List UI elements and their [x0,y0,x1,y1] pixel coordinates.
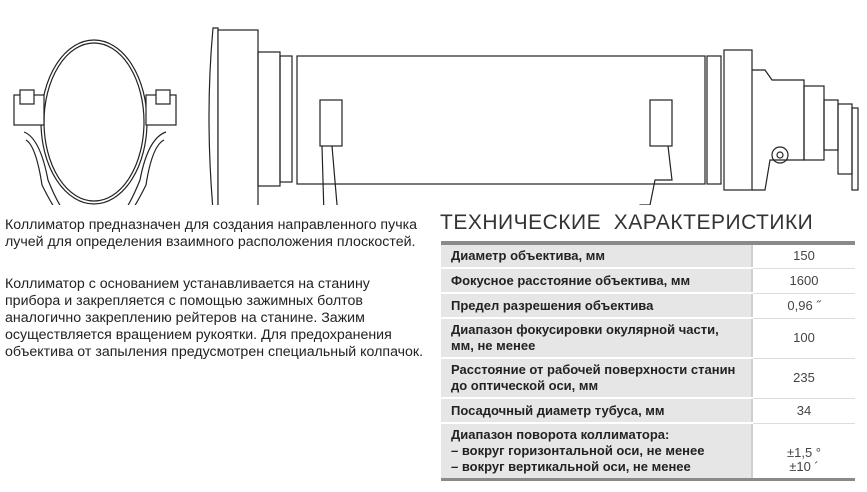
spec-value: 235 [752,358,855,399]
spec-value: 0,96 ˝ [752,293,855,319]
rotation-horizontal-value: ±1,5 ° [786,445,822,460]
spec-label: Диапазон фокусировки окулярной части, мм… [441,318,753,359]
rotation-vertical-value: ±10 ´ [789,459,819,474]
table-row: Расстояние от рабочей поверхности станин… [441,358,855,399]
table-row: Диапазон фокусировки окулярной части, мм… [441,318,855,359]
collimator-end-view [13,39,177,205]
rotation-vertical-label: – вокруг вертикальной оси, не менее [451,459,691,474]
rotation-label: Диапазон поворота коллиматора: [451,427,670,442]
description-paragraph-1: Коллиматор предназначен для создания нап… [5,217,418,250]
collimator-drawing [13,27,859,205]
spec-value: 1600 [752,268,855,294]
spec-value: 100 [752,318,855,359]
table-row: Диапазон поворота коллиматора: – вокруг … [441,423,855,480]
spec-label: Предел разрешения объектива [441,293,753,319]
specs-title: ТЕХНИЧЕСКИЕ ХАРАКТЕРИСТИКИ [440,211,814,234]
spec-value: 150 [752,243,855,269]
spec-value: 34 [752,398,855,424]
spec-label: Диапазон поворота коллиматора: – вокруг … [441,423,753,480]
collimator-side-view [208,27,859,205]
spec-label: Расстояние от рабочей поверхности станин… [441,358,753,399]
spec-value: ±1,5 ° ±10 ´ [752,423,855,480]
description-paragraph-2: Коллиматор с основанием устанавливается … [5,276,424,360]
rotation-horizontal-label: – вокруг горизонтальной оси, не менее [451,443,705,458]
spec-label: Диаметр объектива, мм [441,243,753,269]
spec-label: Фокусное расстояние объектива, мм [441,268,753,294]
spec-label: Посадочный диаметр тубуса, мм [441,398,753,424]
